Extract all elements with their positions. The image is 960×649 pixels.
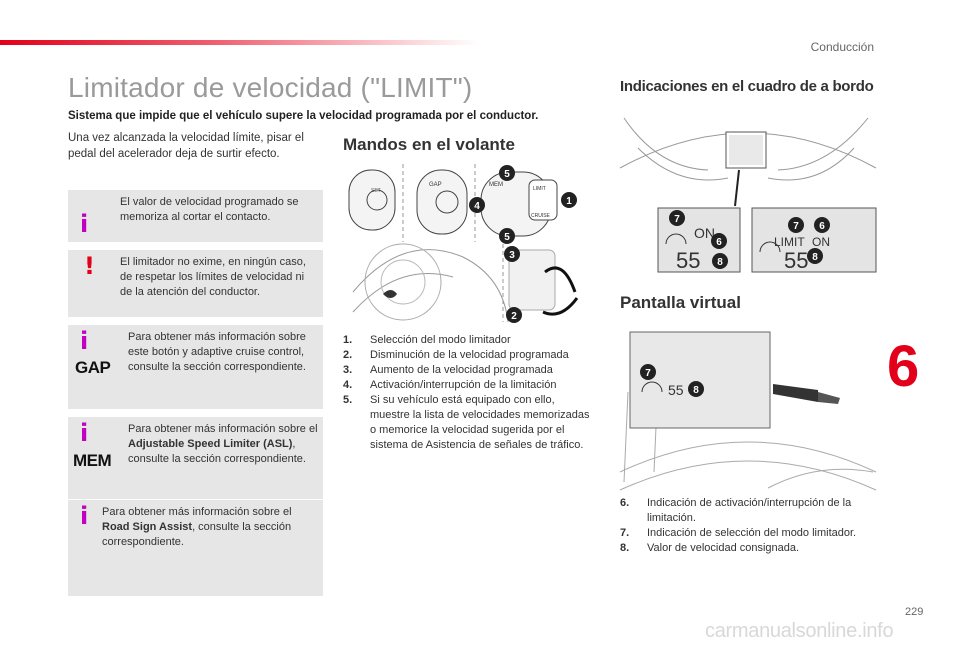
- warning-icon: !: [84, 252, 95, 280]
- list-item: 1.Selección del modo limitador: [343, 334, 511, 346]
- virtual-display-list: 6.Indicación de activación/interrupción …: [620, 496, 882, 556]
- info-icon: i: [80, 210, 89, 238]
- callout-7: 7: [645, 368, 651, 379]
- steering-controls-figure: GAP MEM LIMIT CRUISE SET 1 2 3 4 5 5: [348, 164, 579, 323]
- figure-label-cruise: CRUISE: [531, 213, 551, 219]
- page-number: 229: [905, 606, 924, 618]
- list-item: 7.Indicación de selección del modo limit…: [620, 527, 857, 539]
- dashboard-heading: Indicaciones en el cuadro de a bordo: [620, 78, 874, 95]
- section-name: Conducción: [810, 40, 874, 54]
- list-item: 3.Aumento de la velocidad programada: [343, 364, 553, 376]
- watermark: carmanualsonline.info: [705, 620, 894, 642]
- callout-6: 6: [716, 237, 722, 248]
- list-item: 8.Valor de velocidad consignada.: [620, 542, 800, 554]
- list-item: 2.Disminución de la velocidad programada: [343, 349, 569, 361]
- note-text: Para obtener más información sobre el Ro…: [102, 506, 292, 548]
- virtual-display-figure: 55 7 8: [619, 331, 877, 491]
- steering-heading: Mandos en el volante: [343, 135, 515, 154]
- callout-4: 4: [474, 201, 480, 212]
- display-speed-limit-text: 55: [784, 248, 808, 273]
- callout-5: 5: [504, 232, 510, 243]
- chapter-number: 6: [887, 334, 920, 399]
- callout-3: 3: [509, 250, 515, 261]
- info-icon: i: [80, 327, 89, 355]
- callout-7: 7: [674, 214, 680, 225]
- list-item: 5.Si su vehículo está equipado con ello,…: [343, 394, 590, 451]
- callout-8: 8: [693, 385, 699, 396]
- note-text: Para obtener más información sobre el Ad…: [128, 423, 318, 465]
- steering-controls-list: 1.Selección del modo limitador 2.Disminu…: [343, 333, 593, 453]
- dashboard-figure: ON 55 LIMIT ON 55 7 6 8 7 6 8: [619, 117, 877, 273]
- list-item: 6.Indicación de activación/interrupción …: [620, 497, 852, 524]
- display-limit-on-text: ON: [812, 235, 830, 249]
- info-icon: i: [80, 502, 89, 530]
- virtual-display-heading: Pantalla virtual: [620, 293, 741, 312]
- note-box-road-sign: i Para obtener más información sobre el …: [68, 500, 323, 596]
- mem-button-icon: MEM: [73, 451, 112, 470]
- note-box-memory: i El valor de velocidad programado se me…: [68, 190, 323, 242]
- virtual-speed-text: 55: [668, 382, 684, 398]
- figure-label-mem: MEM: [489, 182, 503, 188]
- figure-label-set: SET: [371, 188, 381, 194]
- page-title: Limitador de velocidad ("LIMIT"): [68, 72, 473, 103]
- callout-5: 5: [504, 169, 510, 180]
- list-item: 4.Activación/interrupción de la limitaci…: [343, 379, 557, 391]
- callout-7: 7: [793, 221, 799, 232]
- gap-button-icon: GAP: [75, 358, 111, 377]
- note-box-gap: i GAP Para obtener más información sobre…: [68, 325, 323, 409]
- display-on-text: ON: [694, 225, 715, 241]
- intro-paragraph: Una vez alcanzada la velocidad límite, p…: [68, 132, 304, 160]
- display-limit-text: LIMIT: [774, 235, 805, 249]
- callout-6: 6: [819, 221, 825, 232]
- figure-label-gap: GAP: [429, 182, 442, 188]
- lead-paragraph: Sistema que impide que el vehículo super…: [68, 110, 539, 122]
- header-accent-bar: [0, 40, 480, 45]
- display-speed-text: 55: [676, 248, 700, 273]
- note-box-warning: ! El limitador no exime, en ningún caso,…: [68, 250, 323, 317]
- note-text: El limitador no exime, en ningún caso, d…: [120, 256, 306, 298]
- note-box-mem: i MEM Para obtener más información sobre…: [68, 417, 323, 499]
- steering-control-icon: [383, 290, 397, 298]
- callout-1: 1: [566, 196, 572, 207]
- note-text: Para obtener más información sobre este …: [128, 331, 306, 373]
- info-icon: i: [80, 419, 89, 447]
- callout-2: 2: [511, 311, 517, 322]
- note-text: El valor de velocidad programado se memo…: [120, 196, 299, 223]
- callout-8: 8: [812, 252, 818, 263]
- callout-8: 8: [717, 257, 723, 268]
- figure-label-limit: LIMIT: [533, 186, 546, 192]
